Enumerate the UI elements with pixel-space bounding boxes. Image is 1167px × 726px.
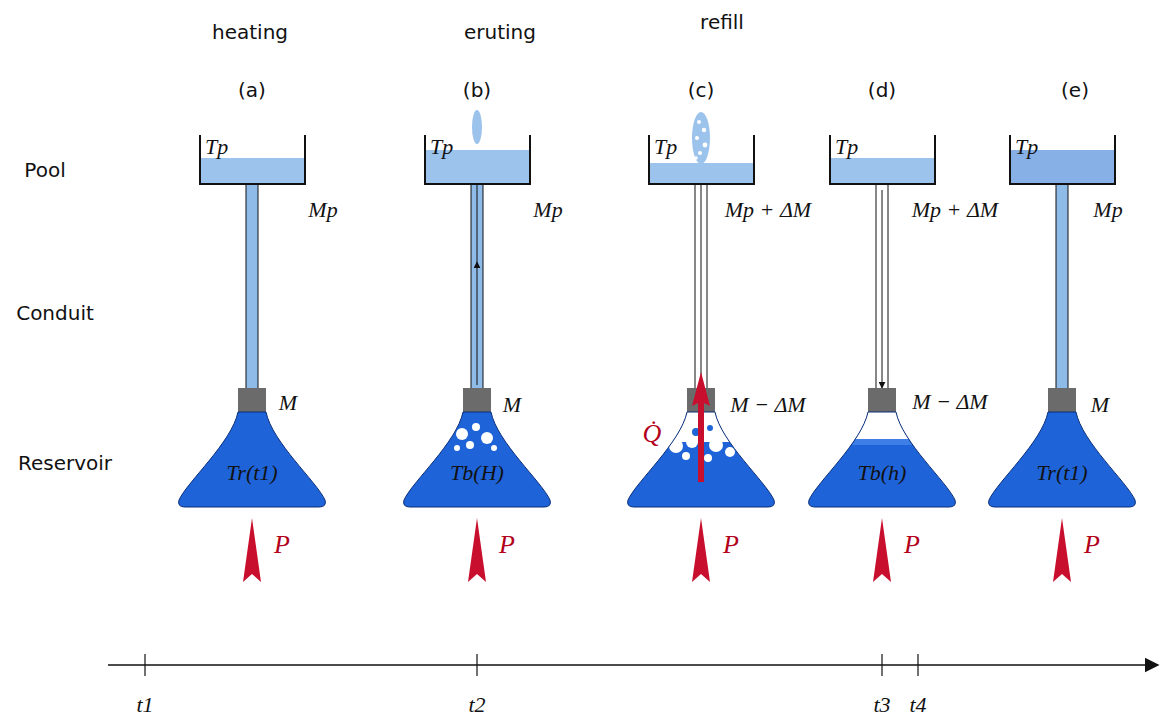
time-axis	[108, 664, 1158, 666]
pool-water	[650, 163, 753, 183]
power-label: P	[274, 530, 290, 560]
pool-basin: Tp	[1009, 135, 1116, 185]
mass-label: Mp	[1093, 197, 1122, 223]
reservoir-temperature: Tb(h)	[858, 460, 907, 486]
reservoir-flask: Tb(H)	[402, 412, 552, 507]
power-label: P	[499, 530, 515, 560]
steam-jet	[692, 112, 710, 164]
pool-basin: Tp	[829, 135, 936, 185]
time-label: t2	[468, 692, 485, 718]
mass-label: Mp	[533, 197, 562, 223]
pool-basin: Tp	[424, 135, 531, 185]
pool-water	[831, 158, 934, 183]
time-tick	[476, 654, 477, 676]
reservoir-neck	[1048, 388, 1076, 413]
mass-label: M − ΔM	[730, 392, 805, 418]
mass-label: M	[279, 390, 297, 416]
time-tick	[881, 654, 882, 676]
power-arrow	[692, 518, 710, 582]
reservoir-neck	[238, 388, 266, 413]
reservoir-neck	[868, 388, 896, 413]
power-arrow	[468, 518, 486, 582]
reservoir-neck	[463, 388, 491, 413]
heat-flux-arrow	[692, 372, 710, 482]
mass-label: M	[1091, 392, 1109, 418]
power-arrow	[873, 518, 891, 582]
reservoir-temperature: Tr(t1)	[226, 460, 277, 486]
pool-basin: Tp	[648, 135, 755, 185]
pool-temperature: Tp	[430, 135, 525, 159]
panel-letter: (a)	[238, 78, 266, 102]
reservoir-flask: Tr(t1)	[987, 412, 1137, 507]
flow-arrow	[477, 262, 478, 385]
pool-water	[201, 158, 304, 183]
phase-title: eruting	[464, 20, 536, 44]
reservoir-flask: Tr(t1)	[177, 412, 327, 507]
panel-letter: (e)	[1061, 78, 1089, 102]
time-label: t1	[136, 692, 153, 718]
flow-arrow	[701, 170, 702, 385]
time-tick	[144, 654, 145, 676]
power-label: P	[723, 530, 739, 560]
pool-temperature: Tp	[205, 135, 300, 159]
row-label: Reservoir	[18, 451, 112, 475]
row-label: Conduit	[16, 301, 94, 325]
mass-label: M	[503, 392, 521, 418]
reservoir-flask: Tb(h)	[807, 412, 957, 507]
phase-title: heating	[212, 20, 288, 44]
row-label: Pool	[24, 158, 65, 182]
heat-flux-label: Q̇	[643, 419, 662, 449]
reservoir-temperature: Tb(H)	[450, 460, 504, 486]
pool-temperature: Tp	[835, 135, 930, 159]
power-label: P	[904, 530, 920, 560]
water-jet	[472, 110, 482, 144]
power-label: P	[1084, 530, 1100, 560]
panel-letter: (c)	[688, 78, 715, 102]
phase-title: refill	[700, 10, 744, 34]
pool-basin: Tp	[199, 135, 306, 185]
flow-arrow	[882, 190, 883, 388]
panel-letter: (d)	[868, 78, 896, 102]
reservoir-temperature: Tr(t1)	[1036, 460, 1087, 486]
time-tick	[917, 654, 918, 676]
power-arrow	[243, 518, 261, 582]
mass-label: Mp	[308, 197, 337, 223]
power-arrow	[1053, 518, 1071, 582]
conduit	[1056, 184, 1068, 390]
mass-label: Mp + ΔM	[912, 197, 998, 223]
conduit	[246, 184, 258, 390]
panel-letter: (b)	[463, 78, 491, 102]
pool-temperature: Tp	[1015, 135, 1110, 159]
pool-temperature: Tp	[654, 135, 749, 159]
mass-label: Mp + ΔM	[725, 197, 811, 223]
time-label: t4	[909, 692, 926, 718]
time-label: t3	[873, 692, 890, 718]
mass-label: M − ΔM	[912, 389, 987, 415]
conduit	[876, 184, 888, 390]
